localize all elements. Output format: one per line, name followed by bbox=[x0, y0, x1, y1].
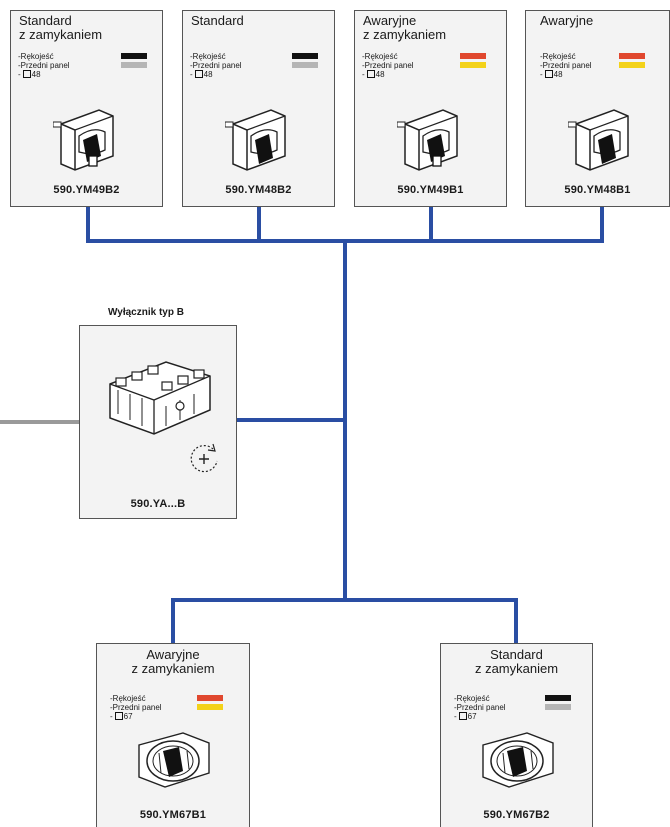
handle-color-swatch bbox=[121, 53, 147, 59]
main-switch-card[interactable]: 590.YA...B bbox=[79, 325, 237, 519]
panel-label: -Przedni panel bbox=[110, 703, 162, 712]
handle-label: -Rękojeść bbox=[540, 52, 576, 61]
square-size-icon bbox=[22, 70, 31, 78]
handle-color-swatch bbox=[197, 695, 223, 701]
card-title: Standard bbox=[191, 13, 244, 28]
accessory-card-4[interactable]: Awaryjne -Rękojeść -Przedni panel -48 59… bbox=[525, 10, 670, 207]
handle-label: -Rękojeść bbox=[18, 52, 54, 61]
size-value: 48 bbox=[375, 70, 385, 79]
handle-label: -Rękojeść bbox=[454, 694, 490, 703]
product-code: 590.YM48B1 bbox=[564, 184, 631, 196]
handle-icon bbox=[225, 109, 286, 171]
card-props: -Rękojeść -Przedni panel -67 bbox=[454, 694, 589, 721]
rotary-handle-icon bbox=[482, 732, 554, 788]
panel-label: -Przedni panel bbox=[454, 703, 506, 712]
square-size-icon bbox=[544, 70, 553, 78]
handle-icon bbox=[568, 109, 629, 171]
square-size-icon bbox=[194, 70, 203, 78]
size-value: 48 bbox=[31, 70, 41, 79]
panel-label: -Przedni panel bbox=[540, 61, 592, 70]
panel-color-swatch bbox=[619, 62, 645, 68]
card-title: Awaryjne bbox=[540, 13, 594, 28]
rotate-plus-icon bbox=[190, 443, 218, 473]
switch-disconnector-icon bbox=[109, 361, 211, 435]
card-props: -Rękojeść -Przedni panel -48 bbox=[190, 52, 330, 79]
product-code: 590.YA...B bbox=[130, 498, 186, 510]
panel-color-swatch bbox=[545, 704, 571, 710]
handle-color-swatch bbox=[619, 53, 645, 59]
handle-color-swatch bbox=[292, 53, 318, 59]
handle-color-swatch bbox=[460, 53, 486, 59]
accessory-card-2[interactable]: Standard -Rękojeść -Przedni panel -48 59… bbox=[182, 10, 335, 207]
panel-color-swatch bbox=[292, 62, 318, 68]
panel-label: -Przedni panel bbox=[190, 61, 242, 70]
handle-color-swatch bbox=[545, 695, 571, 701]
size-value: 67 bbox=[123, 712, 133, 721]
size-value: 48 bbox=[553, 70, 563, 79]
panel-color-swatch bbox=[121, 62, 147, 68]
product-code: 590.YM67B1 bbox=[139, 809, 207, 821]
main-switch-label: Wyłącznik typ B bbox=[108, 307, 184, 318]
rotary-handle-icon bbox=[138, 732, 210, 788]
panel-label: -Przedni panel bbox=[362, 61, 414, 70]
product-code: 590.YM48B2 bbox=[225, 184, 292, 196]
size-value: 67 bbox=[467, 712, 477, 721]
connector-bus bbox=[86, 205, 604, 645]
handle-label: -Rękojeść bbox=[110, 694, 146, 703]
card-props: -Rękojeść -Przedni panel -48 bbox=[18, 52, 158, 79]
product-code: 590.YM49B1 bbox=[397, 184, 464, 196]
square-size-icon bbox=[114, 712, 123, 720]
padlockable-handle-icon bbox=[53, 109, 114, 171]
card-props: -Rękojeść -Przedni panel -48 bbox=[540, 52, 670, 79]
panel-color-swatch bbox=[460, 62, 486, 68]
panel-color-swatch bbox=[197, 704, 223, 710]
panel-label: -Przedni panel bbox=[18, 61, 70, 70]
product-code: 590.YM49B2 bbox=[53, 184, 120, 196]
square-size-icon bbox=[458, 712, 467, 720]
card-props: -Rękojeść -Przedni panel -67 bbox=[110, 694, 245, 721]
card-props: -Rękojeść -Przedni panel -48 bbox=[362, 52, 502, 79]
padlockable-handle-icon bbox=[397, 109, 458, 171]
product-code: 590.YM67B2 bbox=[483, 809, 550, 821]
handle-label: -Rękojeść bbox=[190, 52, 226, 61]
size-value: 48 bbox=[203, 70, 213, 79]
square-size-icon bbox=[366, 70, 375, 78]
handle-label: -Rękojeść bbox=[362, 52, 398, 61]
